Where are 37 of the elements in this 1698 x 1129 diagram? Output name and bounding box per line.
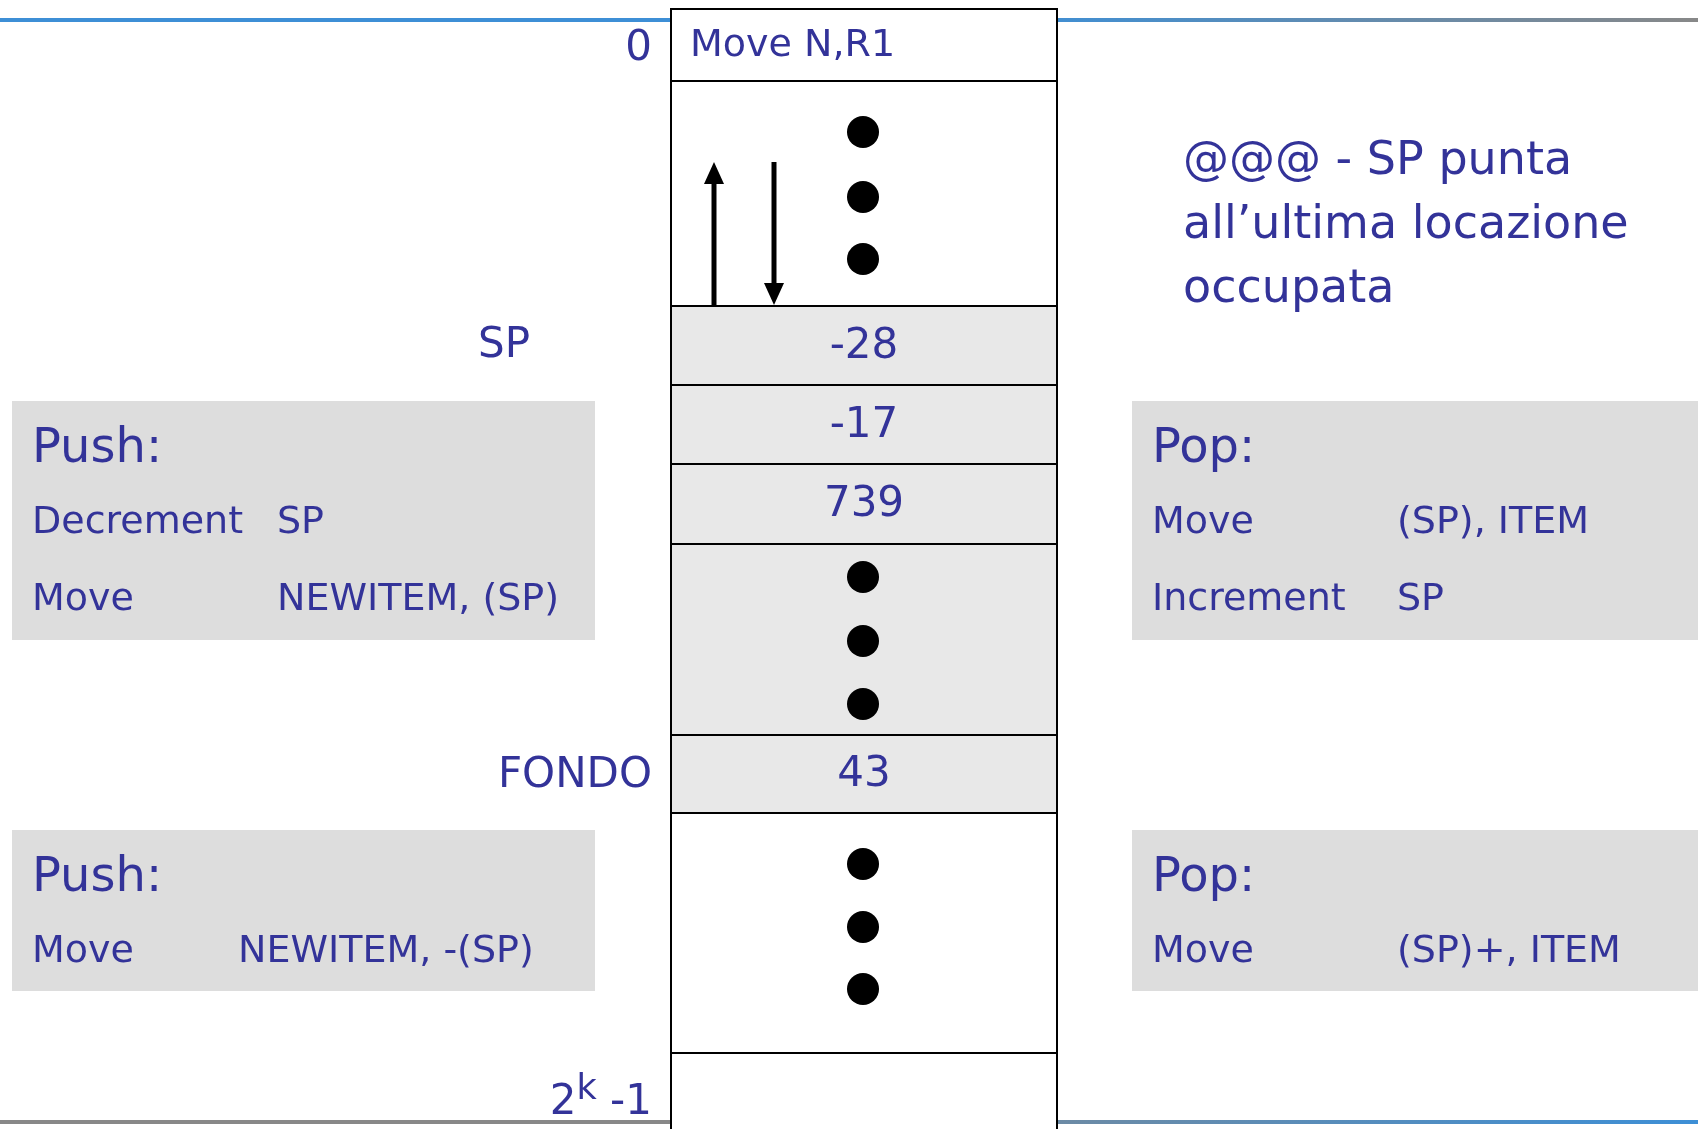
memory-cell [670, 463, 1058, 545]
panel-heading: Push: [32, 850, 163, 898]
instruction-operand: (SP), ITEM [1397, 501, 1590, 539]
instruction-opcode: Decrement [32, 501, 244, 539]
instruction-panel [12, 401, 595, 640]
memory-cell [670, 80, 1058, 307]
instruction-operand: SP [277, 501, 325, 539]
instruction-panel [1132, 830, 1698, 991]
memory-cell [670, 734, 1058, 814]
instruction-opcode: Move [32, 578, 134, 616]
pointer-label: SP [478, 322, 530, 364]
cell-value: -28 [829, 322, 899, 365]
memory-cell [670, 812, 1058, 1054]
address-label: 2$^{k}$ -1 [549, 1070, 652, 1121]
memory-cell [670, 384, 1058, 465]
instruction-panel [12, 830, 595, 991]
cell-value: Move N,R1 [690, 24, 896, 62]
memory-cell [670, 8, 1058, 82]
cell-value: 739 [823, 481, 905, 523]
memory-cell [670, 543, 1058, 736]
instruction-operand: NEWITEM, -(SP) [238, 930, 534, 968]
instruction-opcode: Increment [1152, 578, 1346, 616]
instruction-operand: (SP)+, ITEM [1397, 930, 1621, 968]
address-label: 0 [625, 25, 652, 67]
cell-value: -17 [829, 401, 899, 444]
instruction-panel [1132, 401, 1698, 640]
memory-cell [670, 305, 1058, 386]
panel-heading: Push: [32, 421, 163, 469]
memory-cell [670, 1052, 1058, 1129]
address-label: FONDO [497, 752, 652, 794]
instruction-opcode: Move [32, 930, 134, 968]
instruction-operand: NEWITEM, (SP) [277, 578, 560, 616]
cell-value: 43 [837, 751, 891, 793]
note-text: @@@ - SP punta all’ultima locazione occupata [1183, 130, 1630, 315]
instruction-operand: SP [1397, 578, 1445, 616]
instruction-opcode: Move [1152, 501, 1254, 539]
instruction-opcode: Move [1152, 930, 1254, 968]
